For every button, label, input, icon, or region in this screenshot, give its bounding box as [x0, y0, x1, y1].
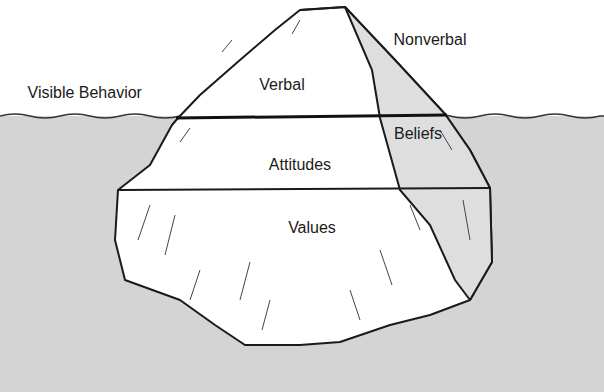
shaded-face	[345, 7, 492, 300]
waterline	[176, 115, 447, 118]
iceberg-region: Nonverbal	[390, 28, 471, 52]
face-edge	[345, 7, 470, 300]
ice-cracks	[138, 20, 470, 330]
level-label: Visible Behavior	[28, 83, 142, 102]
band-divider	[118, 188, 490, 190]
region-label: Beliefs	[394, 124, 443, 143]
iceberg-region: Beliefs	[390, 122, 447, 146]
region-label: Values	[288, 218, 336, 237]
iceberg-edge	[300, 7, 492, 300]
iceberg-region: Attitudes	[265, 153, 336, 177]
iceberg-region: Verbal	[255, 73, 309, 97]
region-label: Nonverbal	[394, 30, 467, 49]
iceberg-outline	[115, 7, 492, 345]
region-label: Attitudes	[269, 155, 332, 174]
iceberg-region: Values	[284, 216, 340, 240]
region-label: Verbal	[259, 75, 305, 94]
